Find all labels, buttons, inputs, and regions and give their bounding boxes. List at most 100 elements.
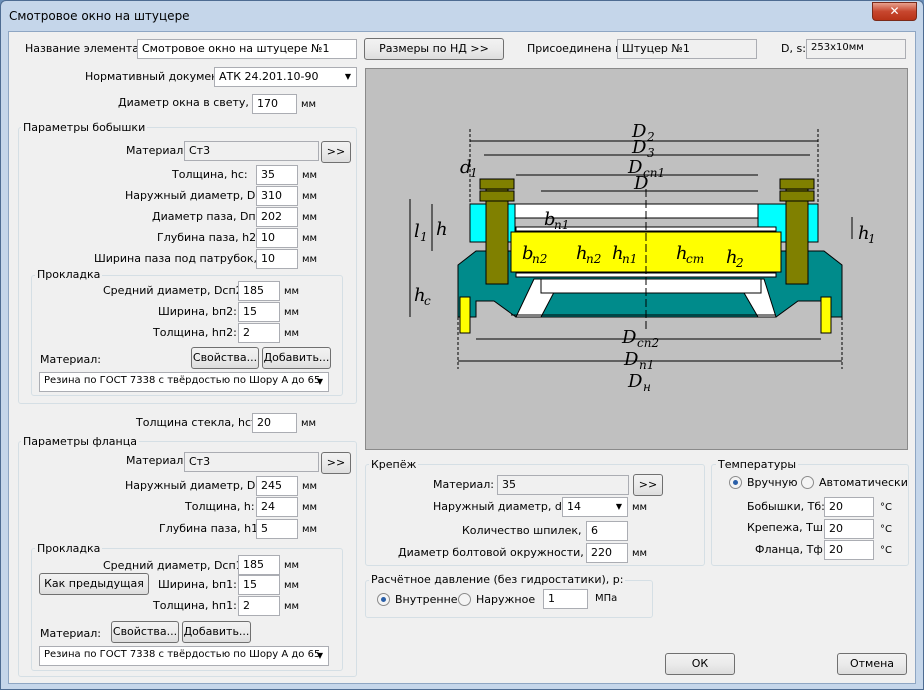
- boss-groove-depth-input[interactable]: 10: [256, 228, 298, 248]
- boss-gasket-material-select[interactable]: Резина по ГОСТ 7338 с твёрдостью по Шору…: [39, 372, 329, 392]
- nd-sizes-button[interactable]: Размеры по НД >>: [364, 38, 504, 60]
- flange-field-label: Толщина, h:: [185, 500, 255, 513]
- dim-label: h: [612, 243, 624, 264]
- dim-label: h: [436, 219, 448, 240]
- glass-thickness-label: Толщина стекла, hст:: [136, 416, 262, 429]
- dim-label: h: [414, 285, 426, 306]
- boss-gasket-group: [31, 275, 343, 396]
- boss-material-button[interactable]: >>: [321, 141, 351, 163]
- pressure-external-label[interactable]: Наружное: [476, 593, 536, 606]
- flange-gasket-width-input[interactable]: 15: [238, 575, 280, 595]
- temp-fastener-input[interactable]: 20: [824, 519, 874, 539]
- gasket-field-label: Средний диаметр, Dсп2:: [103, 284, 247, 297]
- dim-label: h: [676, 243, 688, 264]
- dim-label: 2: [735, 256, 744, 270]
- window-diameter-input[interactable]: 170: [252, 94, 297, 114]
- sight-glass-svg: D2 D3 Dсп1 D d1 h l1 bп1 bп2 hп2 hп1 hст…: [409, 121, 876, 394]
- d3-unit: мм: [632, 548, 648, 559]
- flange-gasket-thickness-input[interactable]: 2: [238, 596, 280, 616]
- glass-thickness-input[interactable]: 20: [252, 413, 297, 433]
- ok-button[interactable]: ОК: [665, 653, 735, 675]
- cancel-button[interactable]: Отмена: [837, 653, 907, 675]
- bolt-count-input[interactable]: 6: [586, 521, 628, 541]
- unit-label: мм: [302, 254, 318, 265]
- same-as-previous-button[interactable]: Как предыдущая: [39, 573, 149, 595]
- chevron-down-icon: ▼: [615, 502, 623, 511]
- d1-unit: мм: [632, 502, 648, 513]
- unit-label: мм: [302, 170, 318, 181]
- unit-label: мм: [284, 328, 300, 339]
- temp-boss-input[interactable]: 20: [824, 497, 874, 517]
- flange-groove-depth-input[interactable]: 5: [256, 519, 298, 539]
- gasket-field-label: Толщина, hп1:: [153, 599, 237, 612]
- dim-label: D: [621, 327, 637, 348]
- flange-outer-diameter-input[interactable]: 245: [256, 476, 298, 496]
- fastening-material-label: Материал:: [433, 478, 495, 491]
- flange-thickness-input[interactable]: 24: [256, 497, 298, 517]
- ds-value: 253x10мм: [806, 39, 906, 59]
- dim-label: b: [544, 209, 556, 230]
- boss-material-value: Ст3: [184, 141, 319, 161]
- boss-field-label: Диаметр паза, Dп1:: [152, 210, 267, 223]
- flange-params-title: Параметры фланца: [21, 435, 139, 448]
- dim-label: h: [858, 223, 870, 244]
- pressure-external-radio[interactable]: [458, 593, 471, 606]
- bolt-count-label: Количество шпилек, n:: [462, 524, 596, 537]
- flange-gasket-material-label: Материал:: [40, 627, 102, 640]
- dim-label: D: [631, 121, 647, 142]
- dim-label: D: [627, 371, 643, 392]
- boss-gasket-add-button[interactable]: Добавить...: [262, 347, 331, 369]
- d1-select[interactable]: 14 ▼: [562, 497, 628, 517]
- boss-field-label: Глубина паза, h2:: [157, 231, 260, 244]
- boss-gasket-width-input[interactable]: 15: [238, 302, 280, 322]
- flange-gasket-group: [31, 548, 343, 671]
- flange-gasket-material-value: Резина по ГОСТ 7338 с твёрдостью по Шору…: [44, 649, 321, 660]
- temperatures-title: Температуры: [716, 458, 799, 471]
- bolt-circle-input[interactable]: 220: [586, 543, 628, 563]
- boss-gasket-props-button[interactable]: Свойства...: [191, 347, 259, 369]
- fastening-title: Крепёж: [369, 458, 419, 471]
- unit-label: мм: [284, 601, 300, 612]
- flange-gasket-add-button[interactable]: Добавить...: [182, 621, 251, 643]
- temp-auto-label[interactable]: Автоматически: [819, 476, 908, 489]
- d1-value: 14: [567, 500, 581, 513]
- chevron-down-icon: ▼: [316, 377, 324, 386]
- temp-manual-radio[interactable]: [729, 476, 742, 489]
- pressure-internal-label[interactable]: Внутреннее: [395, 593, 465, 606]
- boss-gasket-thickness-input[interactable]: 2: [238, 323, 280, 343]
- flange-material-button[interactable]: >>: [321, 452, 351, 474]
- flange-material-label: Материал:: [126, 454, 188, 467]
- pressure-title: Расчётное давление (без гидростатики), р…: [369, 573, 626, 586]
- fastening-material-button[interactable]: >>: [633, 474, 663, 496]
- boss-groove-diameter-input[interactable]: 202: [256, 207, 298, 227]
- flange-gasket-props-button[interactable]: Свойства...: [111, 621, 179, 643]
- boss-groove-width-input[interactable]: 10: [256, 249, 298, 269]
- flange-field-label: Глубина паза, h1:: [159, 522, 262, 535]
- temp-auto-radio[interactable]: [801, 476, 814, 489]
- pressure-input[interactable]: 1: [543, 589, 588, 609]
- flange-gasket-title: Прокладка: [35, 542, 103, 555]
- flange-gasket-diameter-input[interactable]: 185: [238, 555, 280, 575]
- norm-doc-select[interactable]: АТК 24.201.10-90 ▼: [214, 67, 357, 87]
- element-name-input[interactable]: Смотровое окно на штуцере №1: [137, 39, 357, 59]
- gasket-field-label: Средний диаметр, Dсп1:: [103, 559, 247, 572]
- norm-doc-value: АТК 24.201.10-90: [219, 70, 319, 83]
- d1-label: Наружный диаметр, d1:: [433, 500, 573, 513]
- unit-label: мм: [302, 502, 318, 513]
- ds-label: D, s:: [781, 42, 806, 55]
- unit-label: мм: [302, 233, 318, 244]
- temperatures-group: [711, 464, 909, 566]
- temp-manual-label[interactable]: Вручную: [747, 476, 798, 489]
- flange-gasket-material-select[interactable]: Резина по ГОСТ 7338 с твёрдостью по Шору…: [39, 646, 329, 666]
- element-name-label: Название элемента:: [25, 42, 143, 55]
- pressure-internal-radio[interactable]: [377, 593, 390, 606]
- boss-recess: [540, 278, 762, 294]
- boss-outer-diameter-input[interactable]: 310: [256, 186, 298, 206]
- dim-label: d: [460, 157, 472, 178]
- boss-gasket-diameter-input[interactable]: 185: [238, 281, 280, 301]
- boss-thickness-input[interactable]: 35: [256, 165, 298, 185]
- temp-flange-input[interactable]: 20: [824, 540, 874, 560]
- close-button[interactable]: ✕: [872, 2, 917, 21]
